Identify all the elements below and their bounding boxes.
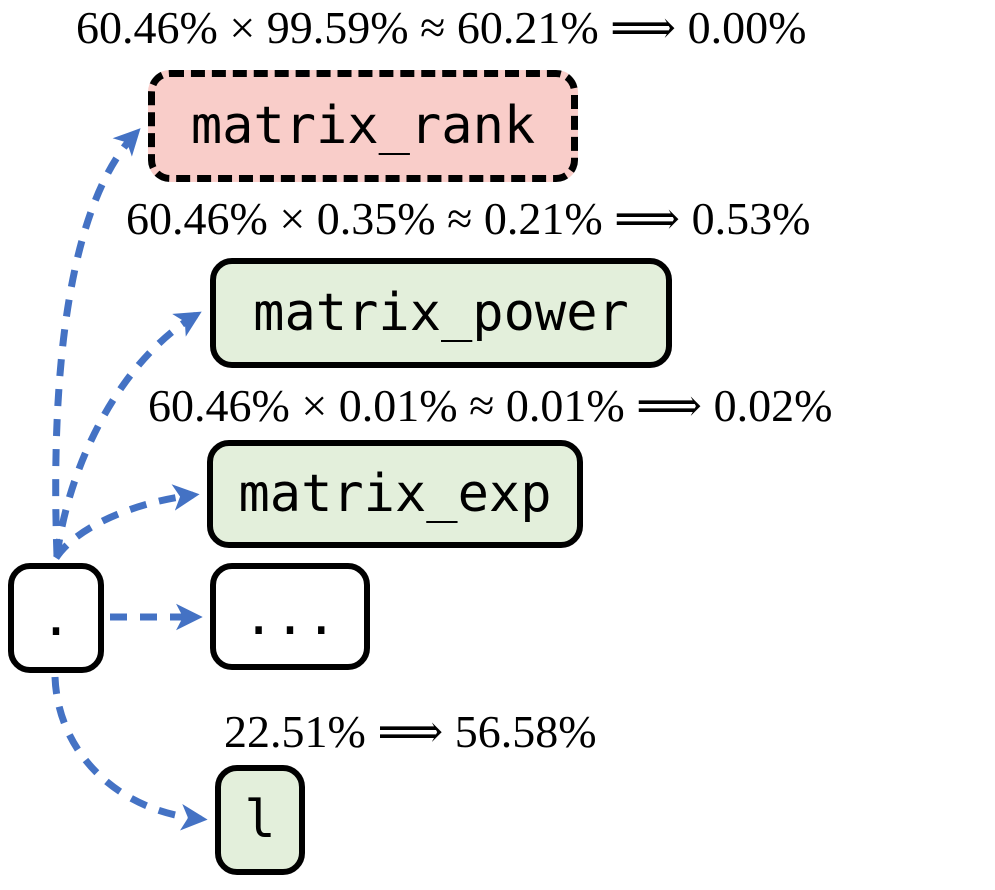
arrow-root-to-matrix-power [53, 311, 202, 557]
token-node-matrix-rank: matrix_rank [148, 70, 578, 182]
token-node-matrix-exp: matrix_exp [207, 440, 583, 548]
root-token-label: . [40, 588, 72, 648]
arrow-root-to-l [51, 676, 208, 831]
token-node-l: l [215, 765, 305, 875]
token-label-matrix-power: matrix_power [253, 283, 629, 343]
token-label-l: l [244, 790, 276, 850]
token-label-matrix-exp: matrix_exp [238, 464, 552, 524]
token-label-matrix-rank: matrix_rank [190, 96, 536, 156]
root-token-node: . [8, 563, 104, 673]
probability-label-matrix-rank: 60.46% × 99.59% ≈ 60.21% ⟹ 0.00% [76, 2, 807, 53]
token-label-ellipsis: ... [243, 586, 337, 647]
token-node-ellipsis: ... [210, 563, 370, 670]
arrow-root-to-matrix-rank [52, 128, 141, 557]
probability-label-matrix-exp: 60.46% × 0.01% ≈ 0.01% ⟹ 0.02% [148, 380, 833, 431]
probability-label-matrix-power: 60.46% × 0.35% ≈ 0.21% ⟹ 0.53% [126, 193, 811, 244]
token-node-matrix-power: matrix_power [210, 258, 672, 368]
arrow-root-to-matrix-exp [53, 484, 200, 561]
probability-label-l: 22.51% ⟹ 56.58% [224, 706, 597, 757]
